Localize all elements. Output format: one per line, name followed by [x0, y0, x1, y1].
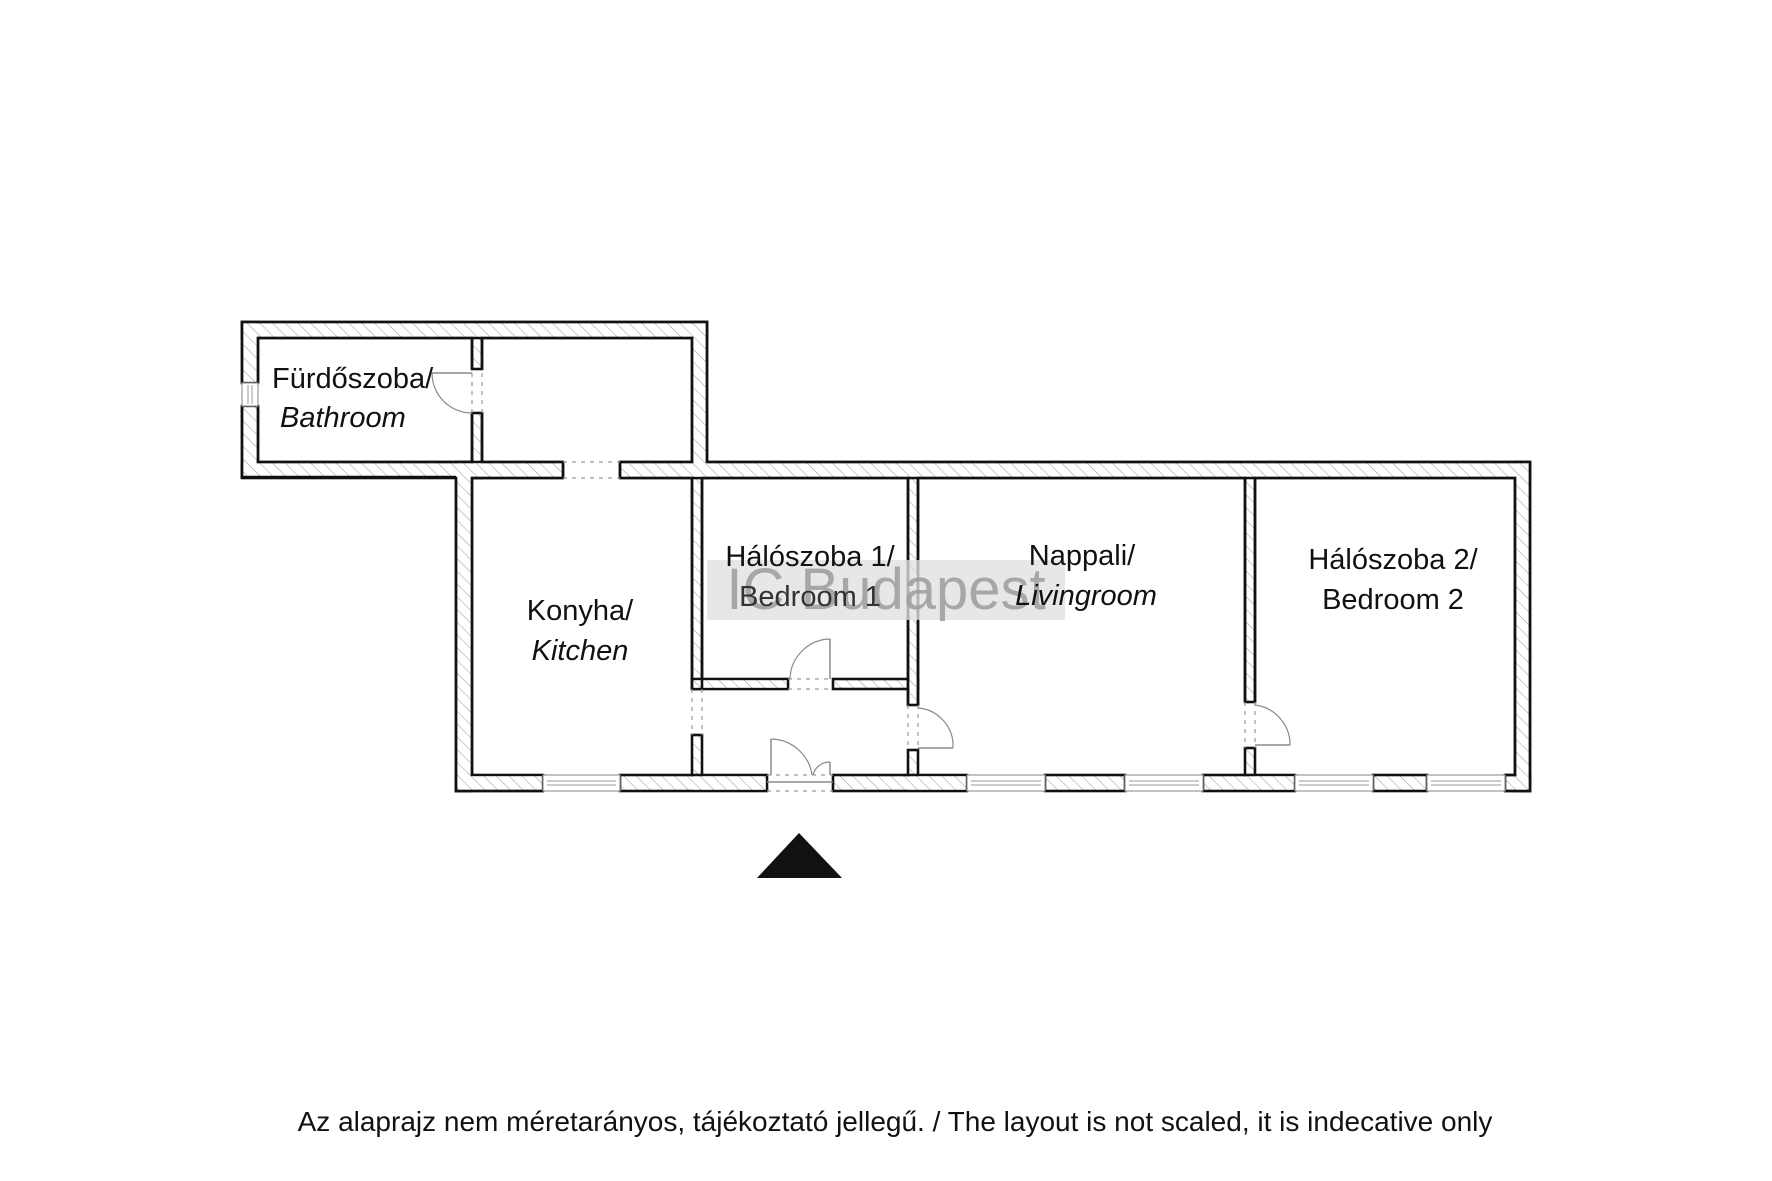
wall-kitchen-b — [690, 733, 704, 777]
watermark-text: IC Budapest — [726, 557, 1045, 622]
room-kitchen: Konyha/ Kitchen — [527, 595, 634, 667]
room-labels-over: Hálószoba 1/ Bedroom 1 Nappali/ Livingro… — [725, 540, 1478, 616]
wall-junction-fills — [243, 323, 1529, 790]
wall-bed1-bottom-b — [831, 677, 920, 691]
opening-entrance — [767, 774, 833, 792]
disclaimer-caption: Az alaprajz nem méretarányos, tájékoztat… — [298, 1106, 1493, 1137]
windows — [241, 382, 1506, 792]
window-bedroom2-1 — [1294, 774, 1374, 792]
opening-bedroom2-door — [1244, 702, 1256, 748]
room-bedroom2: Hálószoba 2/ Bedroom 2 — [1308, 544, 1478, 616]
door-livingroom[interactable] — [917, 707, 954, 749]
room-livingroom: Nappali/ Livingroom — [1015, 540, 1157, 612]
room-bathroom: Fürdőszoba/ Bathroom — [272, 363, 434, 434]
window-living-2 — [1124, 774, 1204, 792]
doors — [431, 372, 1291, 783]
room-bedroom1-name-en: Bedroom 1 — [739, 581, 881, 613]
opening-bedroom1-door — [788, 678, 833, 690]
wall-bed1-living-b — [906, 748, 920, 777]
opening-bathroom-door — [471, 373, 483, 413]
room-bedroom2-name-en: Bedroom 2 — [1322, 584, 1464, 616]
opening-living-door — [907, 705, 919, 750]
wall-living-bed2-b — [1243, 746, 1257, 777]
window-bedroom2-2 — [1426, 774, 1506, 792]
room-bedroom1-name-hu: Hálószoba 1/ — [725, 541, 895, 573]
wall-bath-divider-a — [470, 336, 484, 371]
opening-kitchen-to-hall — [691, 689, 703, 735]
room-kitchen-name-hu: Konyha/ — [527, 595, 634, 627]
room-livingroom-name-hu: Nappali/ — [1029, 540, 1136, 572]
door-entrance[interactable] — [767, 738, 833, 783]
room-livingroom-name-en: Livingroom — [1015, 580, 1157, 612]
watermark: IC Budapest — [707, 557, 1065, 622]
door-bedroom2[interactable] — [1254, 704, 1291, 746]
wall-bottom-6 — [1371, 773, 1429, 793]
room-bathroom-name-en: Bathroom — [280, 402, 406, 434]
window-bathroom — [241, 382, 259, 407]
door-bathroom[interactable] — [431, 372, 473, 414]
wall-kitchen-a — [690, 476, 704, 691]
wall-living-bed2-a — [1243, 476, 1257, 704]
door-bedroom1[interactable] — [789, 638, 831, 680]
opening-upper-to-kitchen — [563, 461, 620, 479]
window-living-1 — [966, 774, 1046, 792]
wall-bottom-4 — [1043, 773, 1127, 793]
entrance-arrow-icon — [757, 833, 842, 878]
watermark-box — [707, 560, 1065, 620]
room-bathroom-name-hu: Fürdőszoba/ — [272, 363, 434, 395]
wall-outlines — [240, 320, 1532, 793]
room-bedroom2-name-hu: Hálószoba 2/ — [1308, 544, 1478, 576]
room-labels: Fürdőszoba/ Bathroom Konyha/ Kitchen — [272, 363, 634, 667]
openings — [471, 373, 1256, 792]
room-kitchen-name-en: Kitchen — [532, 635, 629, 667]
window-kitchen — [542, 774, 621, 792]
room-bedroom1: Hálószoba 1/ Bedroom 1 — [725, 541, 895, 613]
